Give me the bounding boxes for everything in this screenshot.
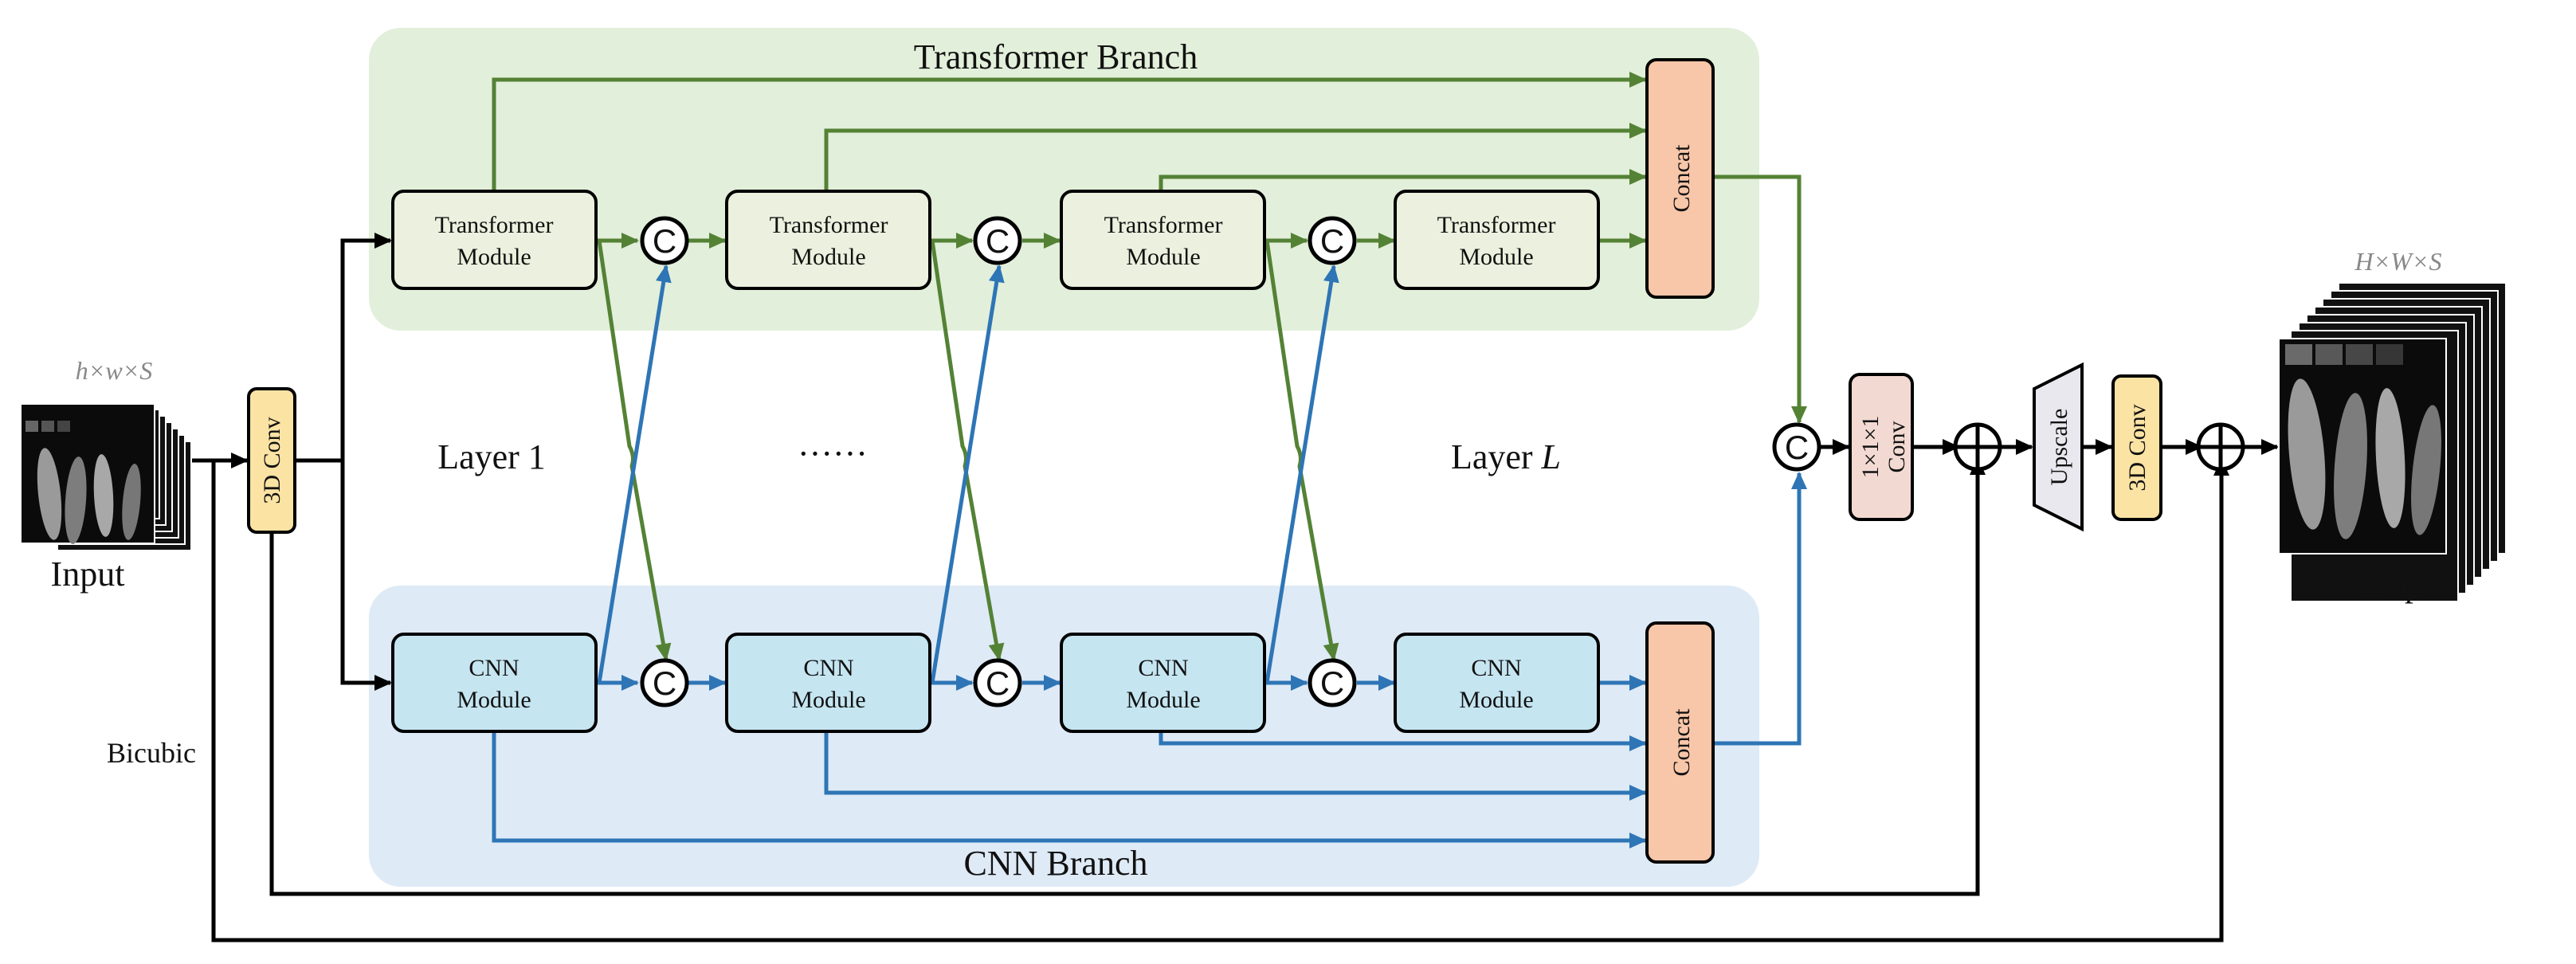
transformer-concat-box: Concat — [1645, 58, 1715, 299]
svg-text:CNN: CNN — [1138, 655, 1188, 681]
bicubic-skip-line — [211, 458, 2229, 942]
conv3d-to-branches-line — [296, 233, 392, 463]
svg-text:Conv: Conv — [1884, 421, 1910, 472]
output-label: Output — [2352, 565, 2449, 604]
transformer-module-4: Transformer Module — [1394, 190, 1600, 290]
svg-text:Module: Module — [791, 687, 865, 713]
svg-text:CNN: CNN — [469, 655, 519, 681]
svg-text:Module: Module — [791, 244, 865, 270]
concat-circle-merge: C — [1772, 422, 1821, 472]
input-conv3d-box: 3D Conv — [247, 387, 296, 534]
output-dims-label: H×W×S — [2354, 247, 2442, 276]
n3-to-concat-line — [1159, 731, 1647, 751]
tconcat-to-merge-line — [1713, 174, 1807, 424]
concat-circle-n2: C — [973, 658, 1022, 707]
input-label: Input — [51, 554, 125, 594]
n1-to-concat-line — [492, 731, 1647, 848]
t1-to-concat-line — [492, 72, 1647, 191]
svg-text:1×1×1: 1×1×1 — [1857, 416, 1884, 479]
svg-text:Concat: Concat — [1668, 144, 1695, 213]
layer-first-label: Layer 1 — [437, 437, 546, 476]
svg-text:Module: Module — [1459, 244, 1533, 270]
transformer-module-3: Transformer Module — [1060, 190, 1266, 290]
transformer-branch-title: Transformer Branch — [914, 37, 1198, 76]
svg-text:C: C — [653, 222, 676, 260]
transformer-module-2: Transformer Module — [725, 190, 931, 290]
concat-circle-t2: C — [973, 216, 1022, 265]
cnn-module-4: CNN Module — [1394, 633, 1600, 733]
svg-text:C: C — [1785, 429, 1809, 466]
concat-circle-t1: C — [640, 216, 689, 265]
layer-last-label: Layer L — [1451, 437, 1561, 476]
cnn-branch-title: CNN Branch — [964, 844, 1148, 883]
svg-text:Transformer: Transformer — [435, 212, 554, 238]
svg-text:Module: Module — [1126, 687, 1200, 713]
svg-text:C: C — [986, 664, 1010, 702]
input-image-stack — [20, 403, 192, 551]
t3-to-concat-line — [1159, 169, 1647, 191]
svg-text:Module: Module — [457, 244, 531, 270]
svg-text:3D Conv: 3D Conv — [2124, 404, 2151, 491]
svg-text:Transformer: Transformer — [770, 212, 888, 238]
residual-add-circle-2 — [2196, 422, 2245, 472]
svg-text:3D Conv: 3D Conv — [259, 417, 285, 504]
nconcat-to-merge-line — [1713, 472, 1807, 746]
n2-to-concat-line — [824, 731, 1647, 801]
n1-to-trans-c1-cross — [597, 265, 672, 684]
transformer-module-1: Transformer Module — [391, 190, 598, 290]
svg-text:Module: Module — [1126, 244, 1200, 270]
upscale-block: Upscale — [2033, 362, 2084, 532]
svg-text:Upscale: Upscale — [2046, 409, 2072, 486]
svg-text:Transformer: Transformer — [1104, 212, 1223, 238]
svg-text:CNN: CNN — [803, 655, 853, 681]
cnn-module-1: CNN Module — [391, 633, 598, 733]
cnn-module-3: CNN Module — [1060, 633, 1266, 733]
layer-ellipsis: ······ — [798, 434, 868, 473]
concat-circle-n3: C — [1308, 658, 1357, 707]
bicubic-label: Bicubic — [107, 737, 196, 769]
conv3d-to-cnn-line — [340, 460, 392, 691]
svg-text:C: C — [986, 222, 1010, 260]
conv3d-skip-line — [269, 457, 1986, 896]
residual-add-circle-1 — [1953, 422, 2002, 472]
cnn-concat-box: Concat — [1645, 621, 1715, 864]
svg-text:Concat: Concat — [1668, 708, 1695, 777]
svg-text:C: C — [1320, 222, 1344, 260]
output-conv3d-box: 3D Conv — [2111, 374, 2162, 521]
n3-to-trans-c3-cross — [1264, 265, 1339, 684]
svg-text:CNN: CNN — [1471, 655, 1521, 681]
t2-to-cnn-c2-cross — [930, 240, 1005, 661]
concat-circle-t3: C — [1308, 216, 1357, 265]
conv1x1-box: 1×1×1 Conv — [1849, 373, 1914, 521]
svg-text:Transformer: Transformer — [1437, 212, 1556, 238]
concat-circle-n1: C — [640, 658, 689, 707]
svg-text:Module: Module — [1459, 687, 1533, 713]
svg-text:Module: Module — [457, 687, 531, 713]
output-image-stack — [2278, 282, 2507, 602]
svg-text:C: C — [1320, 664, 1344, 702]
t3-to-cnn-c3-cross — [1264, 240, 1339, 661]
svg-text:C: C — [653, 664, 676, 702]
cnn-module-2: CNN Module — [725, 633, 931, 733]
t1-to-cnn-c1-cross — [597, 240, 672, 661]
t2-to-concat-line — [824, 123, 1647, 191]
input-dims-label: h×w×S — [76, 356, 153, 385]
n2-to-trans-c2-cross — [930, 265, 1005, 684]
